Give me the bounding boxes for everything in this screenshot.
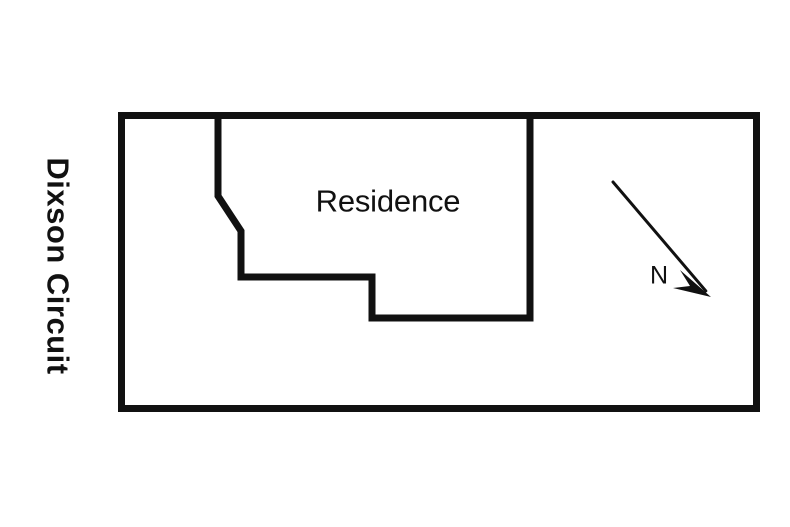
residence-label: Residence — [315, 183, 461, 219]
north-arrow-head — [673, 270, 711, 297]
residence-footprint-outline — [214, 112, 534, 322]
north-arrow-group — [611, 180, 711, 297]
north-arrow-shaft — [611, 180, 708, 293]
street-name-label: Dixson Circuit — [40, 157, 76, 375]
property-boundary-rect — [118, 112, 760, 412]
north-indicator-label: N — [649, 261, 669, 290]
